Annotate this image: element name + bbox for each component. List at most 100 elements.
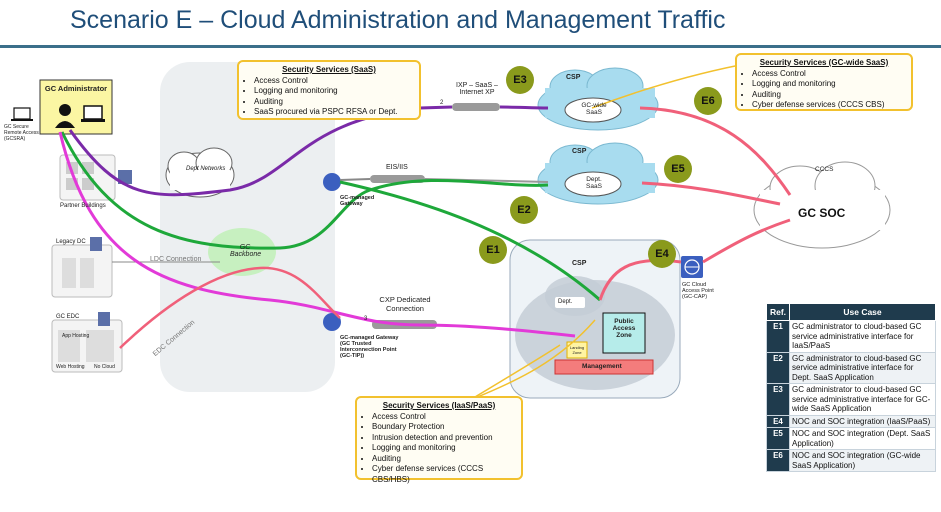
table-cell-use-case: GC administrator to cloud-based GC servi… [789,320,936,353]
gcwide-saas-label: GC-wide SaaS [581,102,607,116]
table-row: E3 GC administrator to cloud-based GC se… [766,383,936,416]
gc-edc-building-icon [98,312,110,326]
no-cloud-label: No Cloud [94,364,115,370]
security-saas-item: SaaS procured via PSPC RFSA or Dept. [254,107,414,118]
table-cell-use-case: NOC and SOC integration (IaaS/PaaS) [789,414,936,428]
cxp-number: 3 [364,316,368,322]
csp-cloud-gcwide [537,67,659,131]
ixp-number: 2 [440,100,444,106]
table-cell-ref: E2 [766,351,790,384]
path-e3-purple [68,105,549,197]
gc-admin-label: GC Administrator [44,84,108,93]
table-header-use-case: Use Case [789,303,936,321]
dept-networks-label: Dept Networks [186,166,226,172]
security-gcwide-item: Cyber defense services (CCCS CBS) [752,100,906,111]
tag-e2: E2 [510,196,538,224]
web-hosting-label: Web Hosting [56,364,85,370]
remote-access-label: GC Secure Remote Access (GCSRA) [4,124,39,142]
path-e1-magenta [58,131,576,338]
tag-e4: E4 [648,240,676,268]
csp3-label: CSP [572,260,587,267]
legacy-dc-building-icon [90,237,102,251]
table-row: E2 GC administrator to cloud-based GC se… [766,351,936,384]
gc-soc-label: GC SOC [798,206,846,220]
leader-iaas-1 [469,344,561,401]
csp-cloud-dept-saas [537,142,659,205]
security-services-gcwide-box: Security Services (GC-wide SaaS) Access … [735,53,913,111]
table-cell-use-case: NOC and SOC integration (GC-wide SaaS Ap… [789,449,936,472]
gateway-icon-bottom [323,313,341,331]
gc-backbone-cloud [208,228,276,276]
path-e2-green [60,131,549,250]
gc-edc-label: GC EDC [56,314,80,320]
eis-iis-label: EIS/IIS [386,164,408,171]
tag-e3: E3 [506,66,534,94]
table-cell-ref: E6 [766,449,790,472]
security-saas-title: Security Services (SaaS) [282,65,376,74]
path-e6-pink [639,106,792,196]
title-divider [0,45,941,48]
management-box [554,359,654,375]
gateway-top-label: GC-managed Gateway [340,195,375,207]
security-saas-item: Access Control [254,76,414,87]
public-access-zone-label: Public Access Zone [612,318,636,339]
app-hosting-label: App Hosting [62,333,90,339]
table-cell-ref: E1 [766,320,790,353]
security-saas-item: Auditing [254,97,414,108]
security-gcwide-item: Logging and monitoring [752,79,906,90]
security-gcwide-title: Security Services (GC-wide SaaS) [759,58,889,67]
tag-e1: E1 [479,236,507,264]
security-saas-item: Logging and monitoring [254,86,414,97]
security-iaas-item: Logging and monitoring [372,443,516,454]
partner-buildings-label: Partner Buildings [60,203,106,209]
public-access-zone-box [602,312,646,354]
ldc-connection-label: LDC Connection [150,256,202,263]
dept-networks-cloud [165,147,235,198]
path-e1-green [339,180,601,302]
dept-label: Dept. [558,299,573,305]
path-edc-pink [119,266,341,349]
security-gcwide-item: Auditing [752,90,906,101]
table-cell-ref: E4 [766,414,790,428]
security-services-iaas-box: Security Services (IaaS/PaaS) Access Con… [355,396,523,484]
security-iaas-item: Intrusion detection and prevention [372,433,516,444]
table-cell-use-case: GC administrator to cloud-based GC servi… [789,351,936,384]
ixp-pipe [452,103,500,111]
csp1-label: CSP [566,74,581,81]
router-icon-partner [118,170,132,184]
table-row: E6 NOC and SOC integration (GC-wide SaaS… [766,449,936,472]
security-iaas-item: Access Control [372,412,516,423]
security-iaas-title: Security Services (IaaS/PaaS) [382,401,496,410]
gc-backbone-label: GC Backbone [230,244,262,258]
remote-laptop-icon [13,107,31,120]
use-case-table: Ref. Use Case E1 GC administrator to clo… [766,303,936,472]
table-cell-use-case: GC administrator to cloud-based GC servi… [789,383,936,416]
cccs-label: CCCS [815,166,834,173]
table-header-ref: Ref. [766,303,790,321]
tag-e5: E5 [664,155,692,183]
table-row: E1 GC administrator to cloud-based GC se… [766,320,936,353]
admin-laptop-icon [83,105,103,120]
leader-gcwide [591,64,741,109]
security-gcwide-item: Access Control [752,69,906,80]
ixp-label: IXP – SaaS – Internet XP [456,82,498,96]
csp2-label: CSP [572,148,587,155]
table-row: E5 NOC and SOC integration (Dept. SaaS A… [766,427,936,450]
dept-saas-label: Dept. SaaS [586,176,602,190]
legacy-dc-label: Legacy DC [56,239,86,245]
leader-iaas-2 [469,319,596,401]
tag-e6: E6 [694,87,722,115]
landing-zone-label: Landing Zone [569,345,585,355]
table-cell-ref: E3 [766,383,790,416]
page-title: Scenario E – Cloud Administration and Ma… [70,6,726,34]
cxp-label: CXP Dedicated Connection [379,295,431,313]
gc-backbone-panel [160,62,335,392]
table-cell-use-case: NOC and SOC integration (Dept. SaaS Appl… [789,427,936,450]
path-e5-pink [641,181,781,206]
admin-person-icon [55,104,75,128]
landing-zone-box [566,341,588,359]
table-cell-ref: E5 [766,427,790,450]
security-iaas-item: Cyber defense services (CCCS CBS/HBS) [372,464,516,485]
gateway-bottom-label: GC-managed Gateway (GC Trusted Interconn… [340,335,399,359]
